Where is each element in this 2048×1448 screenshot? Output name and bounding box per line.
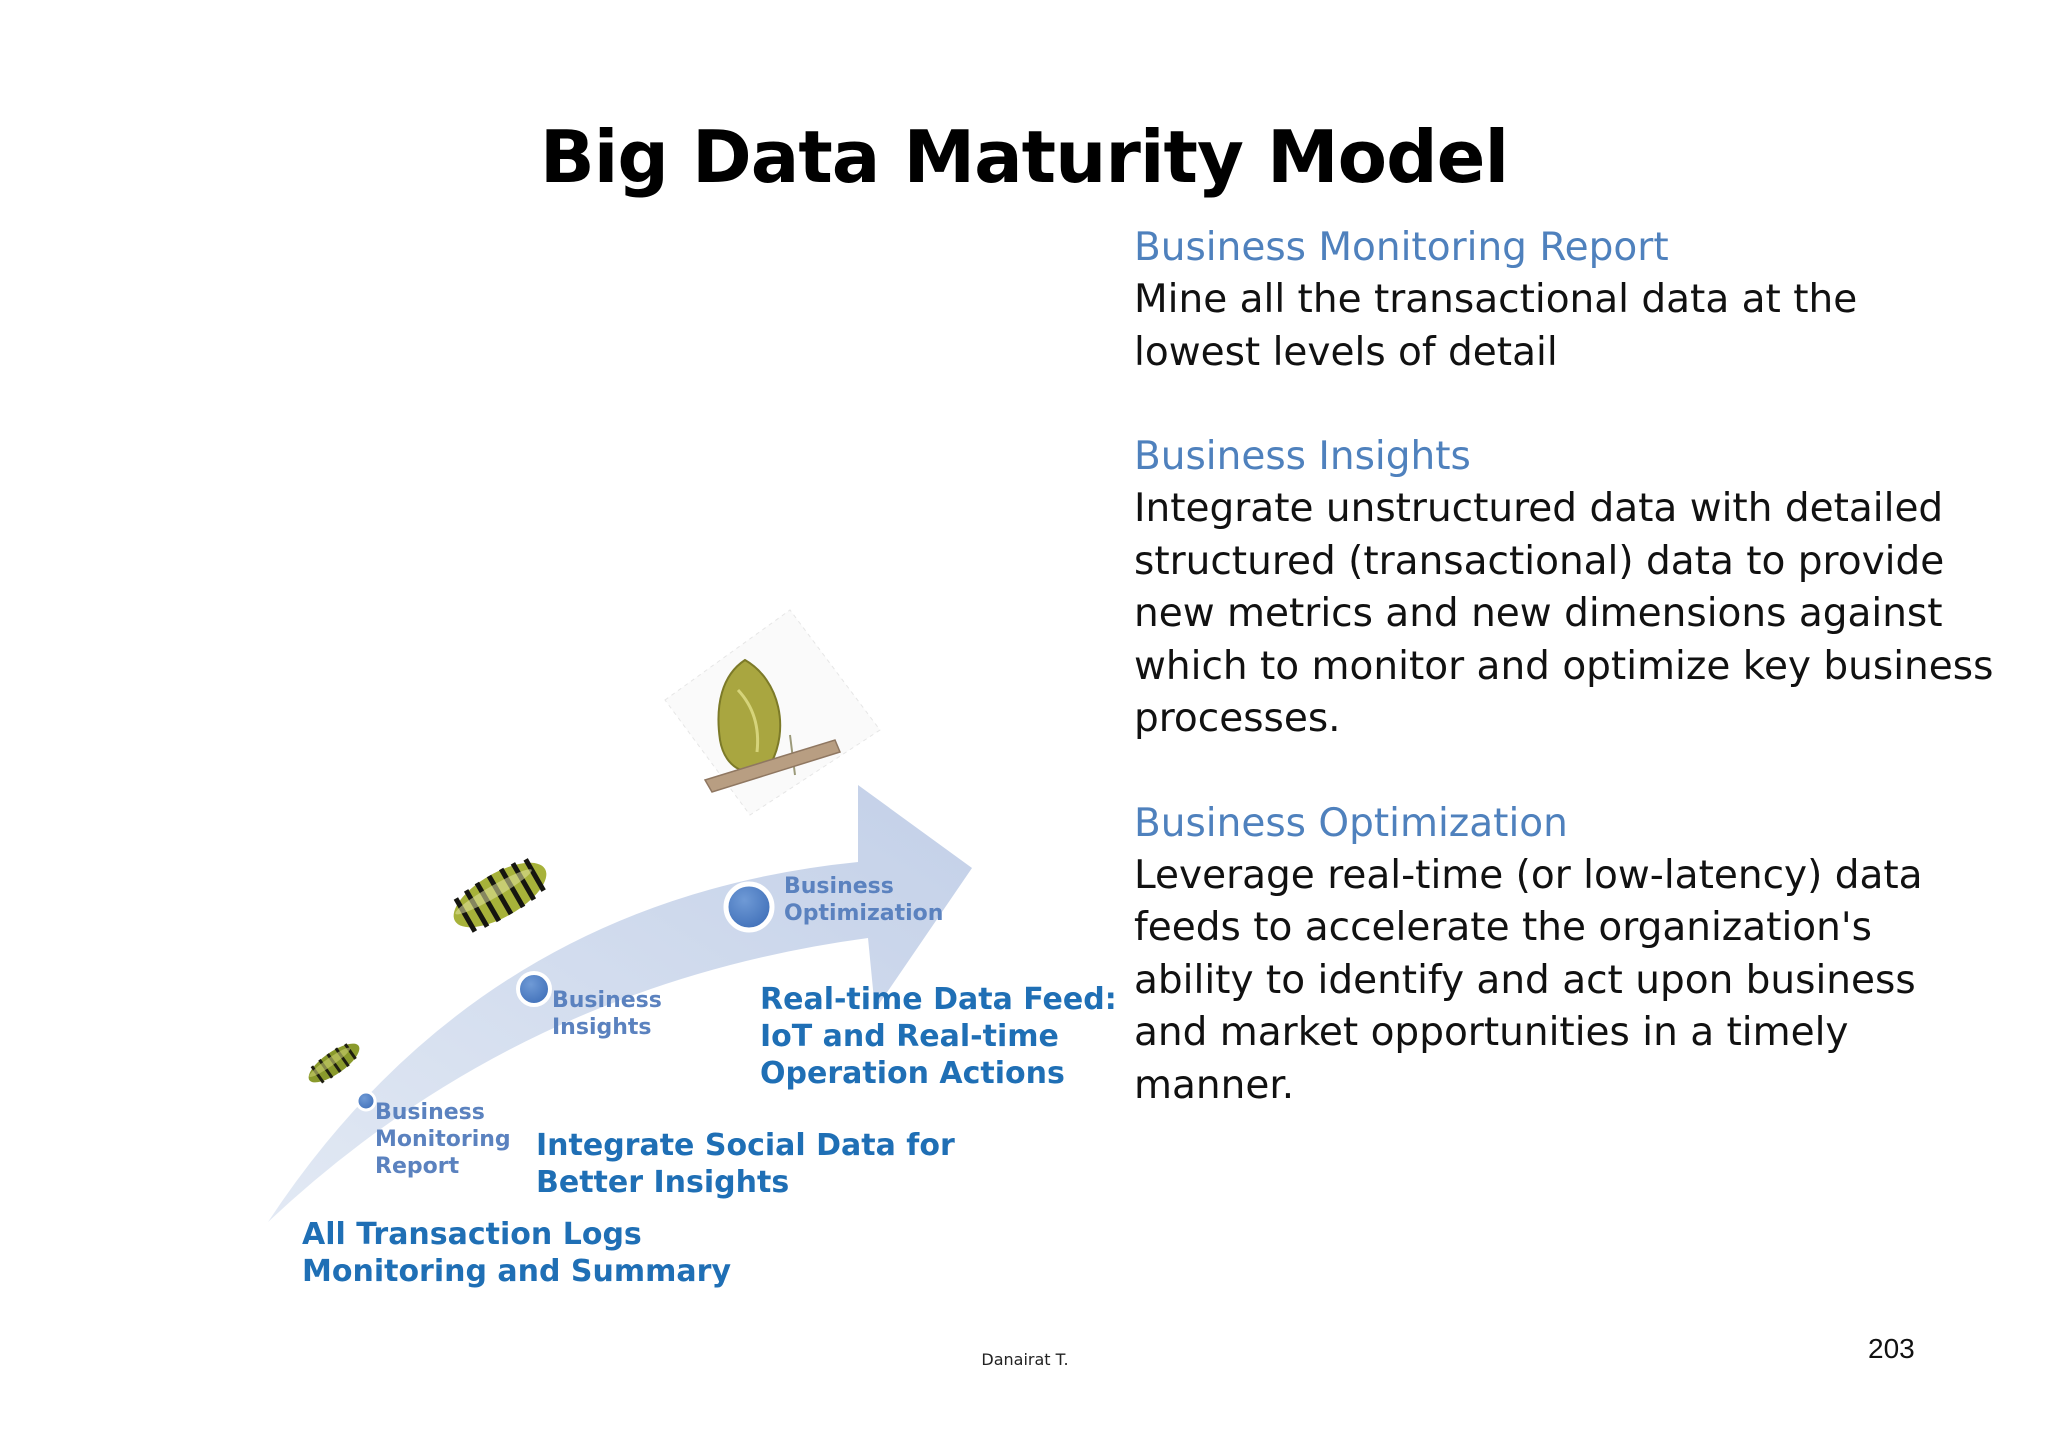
description-body: Mine all the transactional data at the l… bbox=[1134, 277, 1858, 375]
node-monitoring-report bbox=[355, 1090, 377, 1112]
node-business-optimization bbox=[723, 881, 775, 933]
caption-real-time-data-feed: Real-time Data Feed: IoT and Real-time O… bbox=[760, 982, 1117, 1091]
node-business-insights bbox=[516, 971, 552, 1007]
large-caterpillar-icon bbox=[453, 858, 547, 933]
description-monitoring-report: Business Monitoring Report Mine all the … bbox=[1134, 222, 1994, 379]
description-business-insights: Business Insights Integrate unstructured… bbox=[1134, 431, 1994, 746]
node-label-business-insights: Business Insights bbox=[552, 988, 662, 1040]
slide-title: Big Data Maturity Model bbox=[539, 115, 1509, 199]
footer-author: Danairat T. bbox=[981, 1350, 1069, 1369]
description-heading: Business Monitoring Report bbox=[1134, 225, 1669, 270]
growth-arrow bbox=[268, 785, 972, 1222]
small-caterpillar-icon bbox=[308, 1043, 360, 1084]
caption-integrate-social-data: Integrate Social Data for Better Insight… bbox=[536, 1128, 955, 1200]
caption-all-transaction-logs: All Transaction Logs Monitoring and Summ… bbox=[302, 1217, 732, 1289]
description-heading: Business Insights bbox=[1134, 434, 1471, 479]
description-body: Leverage real-time (or low-latency) data… bbox=[1134, 852, 1923, 1108]
chrysalis-on-twig-icon bbox=[664, 609, 881, 816]
stage-descriptions: Business Monitoring Report Mine all the … bbox=[1134, 222, 1994, 1164]
description-heading: Business Optimization bbox=[1134, 800, 1568, 846]
page-number: 203 bbox=[1868, 1333, 1915, 1364]
description-business-optimization: Business Optimization Leverage real-time… bbox=[1134, 798, 1994, 1113]
node-label-monitoring-report: Business Monitoring Report bbox=[375, 1100, 511, 1179]
description-body: Integrate unstructured data with detaile… bbox=[1134, 486, 1994, 741]
node-label-business-optimization: Business Optimization bbox=[784, 874, 944, 926]
